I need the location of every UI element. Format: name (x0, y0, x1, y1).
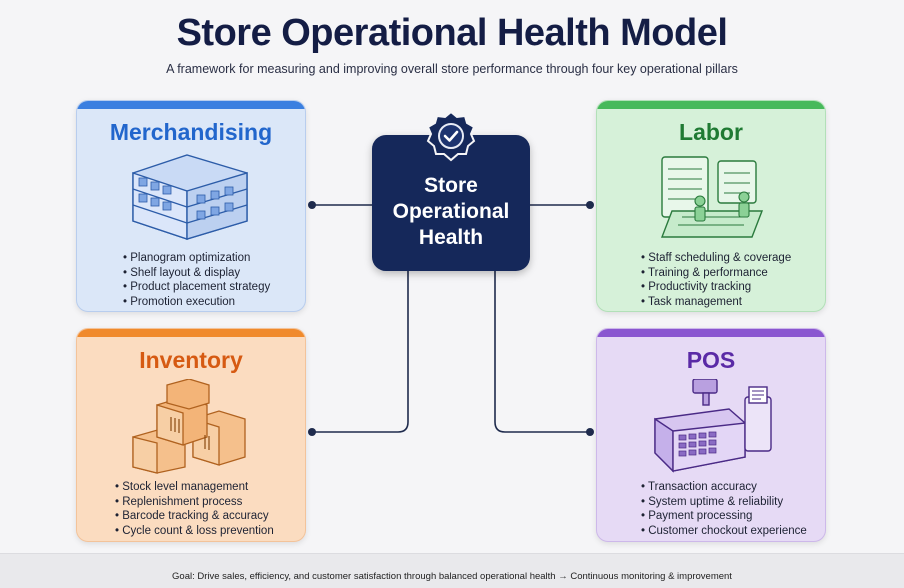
list-item: Payment processing (641, 509, 807, 524)
list-item: Cycle count & loss prevention (115, 524, 274, 539)
connector-dot-inventory (308, 428, 316, 436)
page-subtitle: A framework for measuring and improving … (166, 62, 738, 76)
connector-dot-merchandising (308, 201, 316, 209)
pillar-card-pos: POS Transaction accuracy System uptime &… (596, 328, 826, 542)
cash-register-icon (654, 379, 772, 473)
pillar-list-labor: Staff scheduling & coverage Training & p… (641, 251, 791, 309)
card-accent-bar (597, 329, 825, 337)
connector-dot-pos (586, 428, 594, 436)
list-item: Productivity tracking (641, 280, 791, 295)
store-shelves-icon (132, 154, 248, 240)
connector-dot-labor (586, 201, 594, 209)
list-item: Transaction accuracy (641, 480, 807, 495)
pillar-title-pos: POS (686, 347, 736, 373)
footer-goal-text: Goal: Drive sales, efficiency, and custo… (172, 571, 732, 582)
card-accent-bar (77, 101, 305, 109)
hub-label: Store Operational Health (392, 174, 510, 249)
card-accent-bar (77, 329, 305, 337)
list-item: Product placement strategy (123, 280, 270, 295)
pillar-card-merchandising: Merchandising Planogram optimization She… (76, 100, 306, 312)
pillar-list-inventory: Stock level management Replenishment pro… (115, 480, 274, 538)
pillar-list-merchandising: Planogram optimization Shelf layout & di… (123, 251, 270, 309)
list-item: Shelf layout & display (123, 266, 270, 281)
connector-pos (494, 271, 590, 433)
staff-schedule-icon (660, 156, 764, 238)
check-badge-icon (426, 110, 476, 162)
list-item: Task management (641, 295, 791, 310)
list-item: Stock level management (115, 480, 274, 495)
pillar-list-pos: Transaction accuracy System uptime & rel… (641, 480, 807, 538)
list-item: Staff scheduling & coverage (641, 251, 791, 266)
list-item: Training & performance (641, 266, 791, 281)
pillar-title-inventory: Inventory (139, 347, 243, 373)
list-item: Replenishment process (115, 495, 274, 510)
boxes-icon (132, 379, 246, 474)
list-item: Planogram optimization (123, 251, 270, 266)
pillar-card-labor: Labor Staff scheduling & coverage Traini… (596, 100, 826, 312)
footer-bar: Goal: Drive sales, efficiency, and custo… (0, 553, 904, 588)
page-title: Store Operational Health Model (176, 12, 728, 54)
pillar-card-inventory: Inventory Stock level management Repleni… (76, 328, 306, 542)
connector-inventory (312, 271, 409, 433)
pillar-title-labor: Labor (679, 119, 743, 145)
pillar-title-merchandising: Merchandising (109, 119, 273, 145)
list-item: Barcode tracking & accuracy (115, 509, 274, 524)
card-accent-bar (597, 101, 825, 109)
list-item: Promotion execution (123, 295, 270, 310)
list-item: Customer chockout experience (641, 524, 807, 539)
list-item: System uptime & reliability (641, 495, 807, 510)
